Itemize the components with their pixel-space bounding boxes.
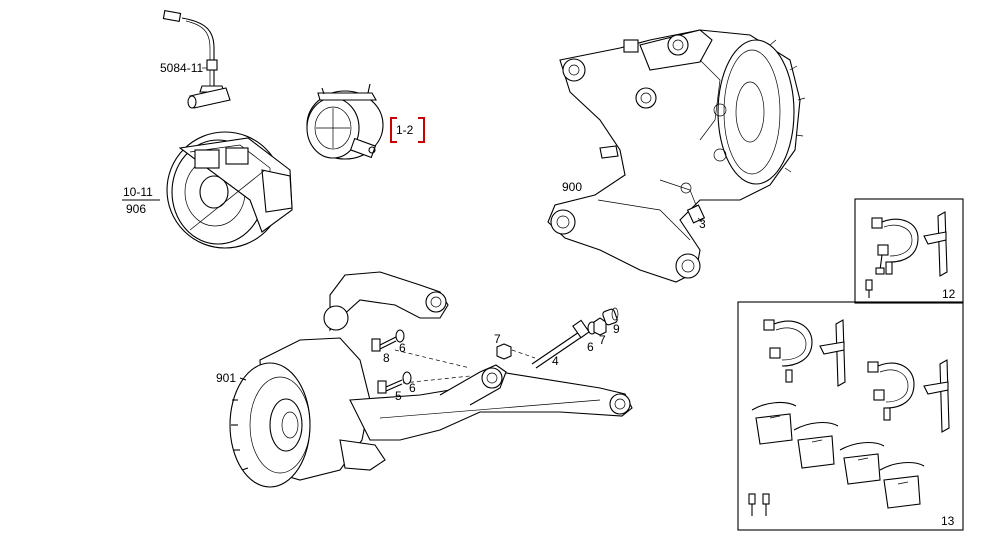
label-kit-12: 12 (942, 287, 956, 301)
label-bolt-3: 3 (699, 217, 706, 231)
kit-12-box[interactable] (854, 198, 964, 304)
hub-assembly-part[interactable] (229, 271, 633, 488)
label-washer-6c: 6 (587, 340, 594, 354)
rod-4-part[interactable] (531, 319, 590, 369)
bolt-8-part[interactable] (371, 336, 397, 352)
nut-7a-part[interactable] (496, 343, 512, 360)
abs-sensor-part[interactable] (162, 10, 231, 109)
label-rod-4: 4 (552, 354, 559, 368)
bolt-3-part[interactable] (686, 204, 706, 224)
label-bolt-8: 8 (383, 351, 390, 365)
highlight-bracket (390, 117, 425, 143)
label-nut-7a: 7 (494, 332, 501, 346)
label-washer-6a: 6 (399, 341, 406, 355)
label-nut-7b: 7 (599, 333, 606, 347)
bolt-5-part[interactable] (377, 379, 403, 394)
bush-9-part[interactable] (602, 307, 619, 326)
knuckle-assembly-part[interactable] (547, 29, 806, 283)
label-hub: 901 (216, 371, 236, 385)
label-sensor: 5084-11 (160, 61, 203, 75)
brake-chamber-part[interactable] (306, 83, 384, 160)
label-knuckle: 900 (562, 180, 582, 194)
washer-6b-part[interactable] (402, 371, 412, 385)
label-washer-6b: 6 (409, 381, 416, 395)
caliper-disc-part[interactable] (166, 131, 293, 249)
label-bush-9: 9 (613, 322, 620, 336)
label-caliper-top: 10-11 (123, 185, 153, 199)
label-kit-13: 13 (941, 514, 955, 528)
label-chamber: 1-2 (396, 123, 414, 137)
label-bolt-5: 5 (395, 389, 402, 403)
nut-7b-part[interactable] (593, 317, 607, 336)
kit-13-box[interactable] (737, 301, 964, 531)
label-caliper-bottom: 906 (126, 202, 146, 216)
washer-6a-part[interactable] (395, 329, 405, 343)
